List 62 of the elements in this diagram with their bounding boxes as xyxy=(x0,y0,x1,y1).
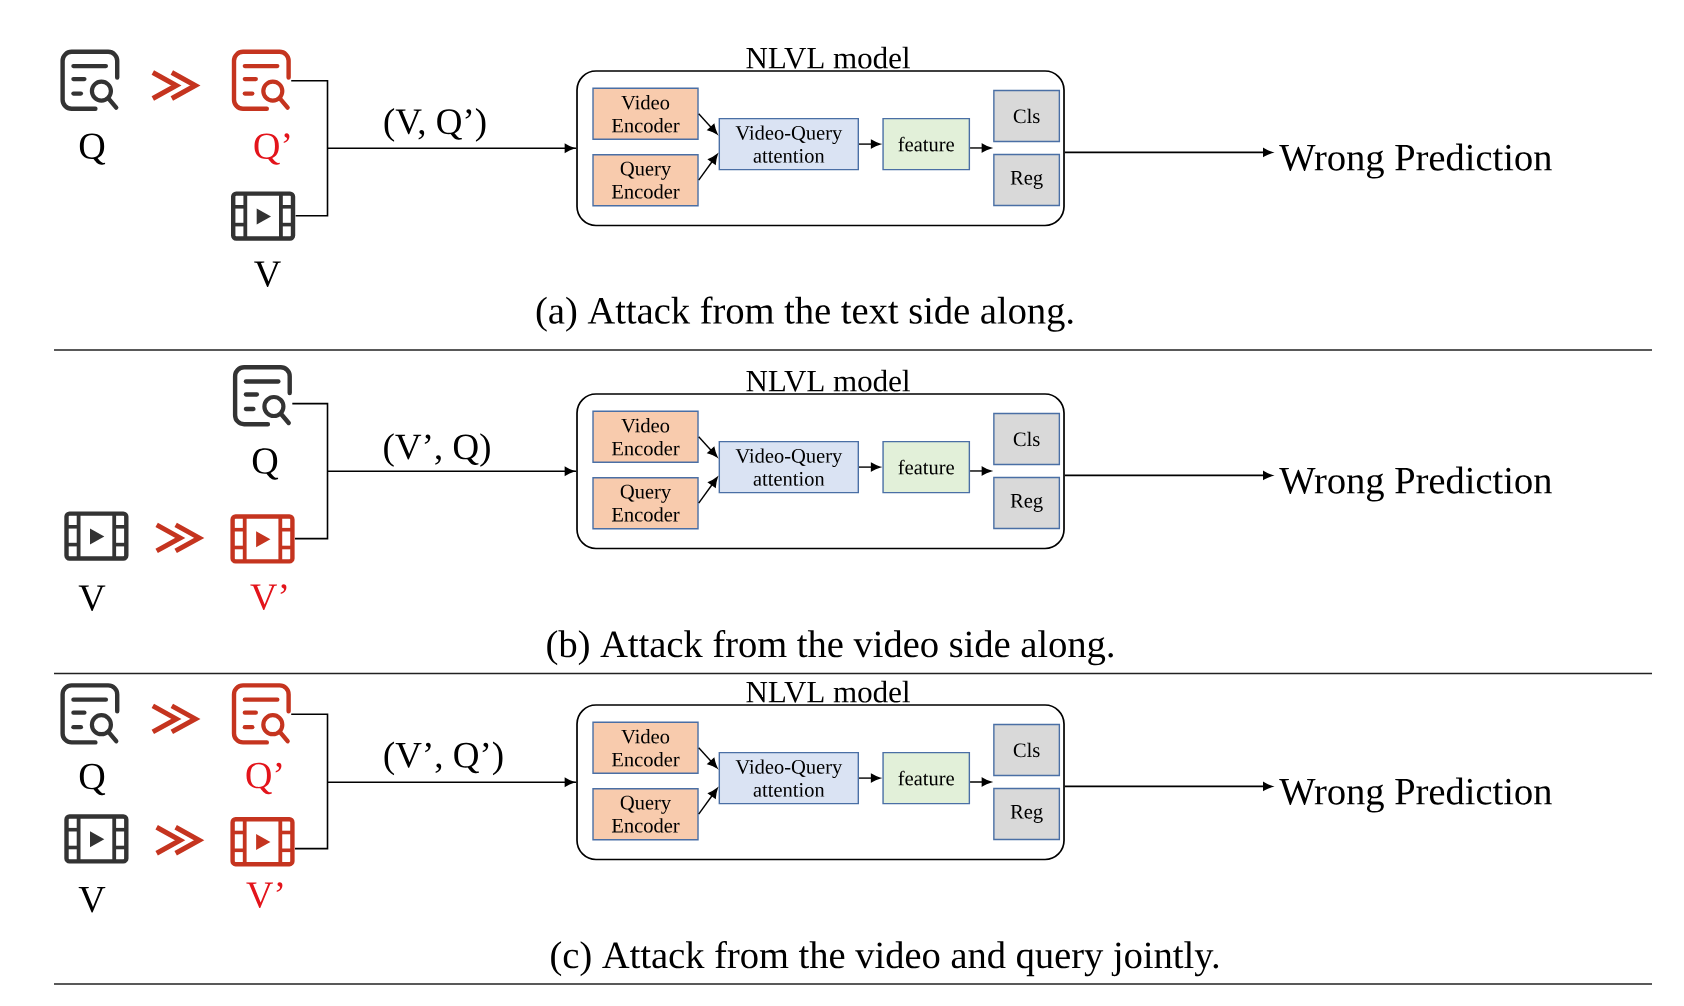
process-box: Video-Query attention xyxy=(718,440,859,494)
process-box: Video-Query attention xyxy=(718,751,859,805)
double-chevron xyxy=(155,825,205,856)
process-box: Query Encoder xyxy=(592,154,699,207)
double-chevron xyxy=(151,703,201,735)
process-box: Query Encoder xyxy=(592,788,699,841)
result-label: Wrong Prediction xyxy=(1279,143,1552,179)
result-label: Wrong Prediction xyxy=(1279,777,1552,813)
process-box: Video Encoder xyxy=(592,721,699,774)
icon-label: Q xyxy=(79,763,106,796)
process-box: feature xyxy=(882,440,971,494)
arrow xyxy=(698,747,718,769)
arrow xyxy=(698,476,718,504)
panel-caption: (b) Attack from the video side along. xyxy=(547,629,1113,666)
process-box: feature xyxy=(882,751,971,805)
process-box: Cls xyxy=(993,89,1061,143)
edge-label: (V’, Q) xyxy=(384,433,490,467)
double-chevron xyxy=(151,70,201,101)
process-box: Reg xyxy=(993,153,1061,207)
icon-label: V xyxy=(78,585,106,612)
icon-label: Q xyxy=(79,133,106,165)
process-box: Video Encoder xyxy=(592,87,699,140)
arrow xyxy=(1064,471,1273,480)
box-title: NLVL model xyxy=(746,46,910,69)
arrow xyxy=(290,713,577,850)
arrow xyxy=(1064,148,1273,157)
arrow xyxy=(858,773,881,783)
process-box: Query Encoder xyxy=(592,477,699,530)
box-title: NLVL model xyxy=(746,680,910,703)
arrow xyxy=(698,787,718,815)
icon-label: V xyxy=(254,261,281,288)
process-box: feature xyxy=(882,117,971,171)
edge-label: (V, Q’) xyxy=(384,108,486,142)
panel-caption: (c) Attack from the video and query jointly. xyxy=(551,940,1219,977)
process-box: Reg xyxy=(993,787,1061,841)
icon-label: Q xyxy=(252,448,279,480)
box-title: NLVL model xyxy=(746,369,910,392)
panel-caption: (a) Attack from the text side along. xyxy=(536,296,1073,332)
arrow xyxy=(698,153,718,181)
process-box: Video-Query attention xyxy=(718,117,859,171)
icon-label: Q’ xyxy=(246,762,282,795)
arrow xyxy=(698,436,718,458)
icon-label: Q’ xyxy=(254,133,290,165)
arrow xyxy=(858,462,881,472)
result-label: Wrong Prediction xyxy=(1279,466,1552,502)
arrow xyxy=(290,79,577,217)
arrow xyxy=(969,777,992,787)
icon-label: V’ xyxy=(246,882,283,909)
arrow xyxy=(1064,782,1273,791)
arrow xyxy=(291,402,577,540)
arrow xyxy=(969,143,992,153)
process-box: Cls xyxy=(993,412,1061,466)
icon-label: V xyxy=(78,887,106,913)
process-box: Video Encoder xyxy=(592,410,699,463)
process-box: Reg xyxy=(993,476,1061,530)
edge-label: (V’, Q’) xyxy=(384,741,503,776)
arrow xyxy=(858,139,881,149)
icon-label: V’ xyxy=(250,584,287,611)
double-chevron xyxy=(155,522,205,554)
arrow xyxy=(698,113,718,135)
arrow xyxy=(969,466,992,476)
process-box: Cls xyxy=(993,723,1061,777)
